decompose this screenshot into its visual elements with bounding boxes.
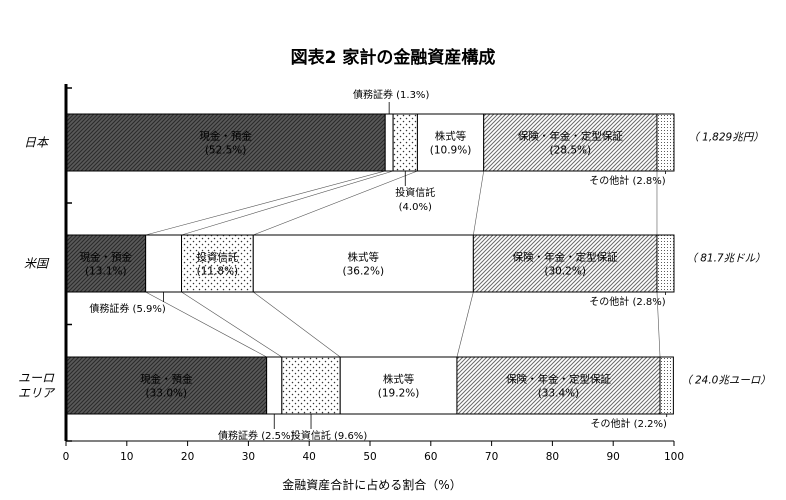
segment-label: 株式等	[435, 130, 467, 143]
bar-segment	[456, 356, 661, 415]
label-leader-lines	[163, 102, 668, 429]
bar-segment	[65, 113, 386, 172]
segment-label: (11.8%)	[197, 266, 239, 278]
x-tick-label: 0	[63, 451, 70, 463]
category-label: ユーロ	[18, 371, 55, 385]
chart-title: 図表2 家計の金融資産構成	[291, 47, 496, 68]
bar-segment	[339, 356, 458, 415]
segment-label: 債務証券 (5.9%)	[89, 302, 165, 315]
x-tick-label: 80	[546, 451, 559, 463]
connector-line	[145, 291, 267, 358]
bar-segment	[181, 234, 254, 293]
connector-line	[181, 170, 394, 236]
segment-label: 株式等	[348, 251, 380, 264]
x-tick-label: 60	[424, 451, 437, 463]
row-total-label: （ 24.0兆ユーロ）	[681, 375, 771, 387]
bar-segment	[472, 234, 658, 293]
x-tick-label: 70	[485, 451, 498, 463]
x-tick-label: 30	[242, 451, 255, 463]
connector-line	[253, 291, 341, 358]
category-label: 米国	[24, 257, 50, 271]
connector-line	[656, 291, 661, 358]
segment-label: その他計 (2.8%)	[589, 295, 665, 308]
x-axis-label: 金融資産合計に占める割合（%）	[282, 477, 461, 492]
segment-label: (19.2%)	[378, 388, 420, 400]
connector-line	[456, 291, 474, 358]
segment-label: 現金・預金	[140, 373, 193, 386]
segment-label: (4.0%)	[399, 202, 432, 213]
bar-segments	[65, 113, 675, 415]
row-totals: （ 1,829兆円） （ 81.7兆ドル） （ 24.0兆ユーロ）	[681, 132, 771, 387]
bar-segment	[656, 234, 675, 293]
segment-label: (33.0%)	[146, 388, 188, 400]
bar-segment	[659, 356, 674, 415]
segment-label: 保険・年金・定型保証	[518, 130, 623, 143]
segment-label: 投資信託	[395, 186, 435, 199]
bar-segment	[65, 356, 268, 415]
connector-lines	[145, 170, 661, 358]
segment-label: 債務証券 (1.3%)	[353, 88, 429, 101]
category-label: 日本	[24, 136, 50, 150]
segment-label: 投資信託	[196, 251, 238, 264]
segment-label: (28.5%)	[550, 145, 592, 157]
segment-label: 保険・年金・定型保証	[513, 251, 618, 264]
bar-segment	[252, 234, 474, 293]
segment-label: 株式等	[383, 373, 415, 386]
row-total-label: （ 1,829兆円）	[688, 132, 763, 144]
segment-label: (30.2%)	[544, 266, 586, 278]
bar-segment	[145, 234, 183, 293]
segment-label: 現金・預金	[199, 130, 252, 143]
bar-segment	[281, 356, 341, 415]
bar-segment	[384, 113, 394, 172]
bar-segment	[65, 234, 147, 293]
x-tick-label: 20	[181, 451, 194, 463]
bar-segment	[266, 356, 283, 415]
connector-line	[253, 170, 418, 236]
connector-line	[181, 291, 283, 358]
segment-label: その他計 (2.2%)	[591, 417, 667, 430]
segment-labels: 現金・預金 (52.5%) 債務証券 (1.3%) 投資信託 (4.0%) 株式等 (10.…	[80, 88, 667, 442]
segment-label: 投資信託 (9.6%)	[291, 429, 367, 442]
segment-label: (13.1%)	[85, 266, 127, 278]
segment-label: (36.2%)	[343, 266, 385, 278]
category-label: エリア	[18, 386, 56, 400]
axes: 0 10 20 30 40 50 60 70 80 90 100	[63, 84, 684, 463]
segment-label: (52.5%)	[205, 145, 247, 157]
x-tick-label: 100	[664, 451, 684, 463]
bar-segment	[416, 113, 485, 172]
segment-label: 現金・預金	[80, 251, 133, 264]
bar-segment	[392, 113, 418, 172]
row-total-label: （ 81.7兆ドル）	[686, 253, 765, 265]
connector-line	[473, 170, 484, 236]
bar-segment	[483, 113, 658, 172]
x-tick-label: 90	[607, 451, 620, 463]
x-tick-label: 10	[120, 451, 133, 463]
bar-segment	[656, 113, 675, 172]
segment-label: (33.4%)	[538, 388, 580, 400]
segment-label: その他計 (2.8%)	[589, 174, 665, 187]
segment-label: 債務証券 (2.5%)	[218, 429, 294, 442]
segment-label: 保険・年金・定型保証	[506, 373, 611, 386]
x-tick-label: 50	[363, 451, 376, 463]
connector-line	[145, 170, 386, 236]
x-tick-label: 40	[303, 451, 316, 463]
segment-label: (10.9%)	[430, 145, 472, 157]
